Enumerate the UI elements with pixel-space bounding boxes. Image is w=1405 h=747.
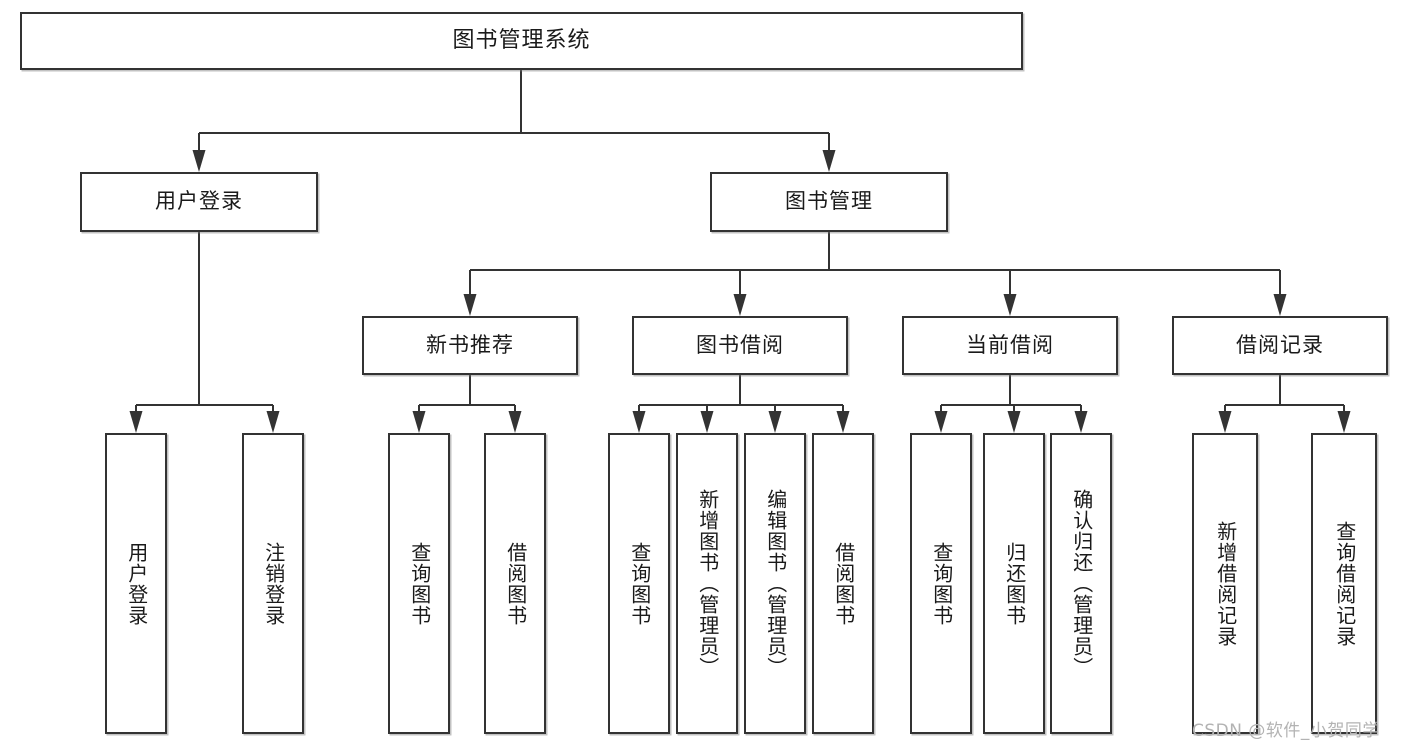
arrowhead-icon [1218, 411, 1232, 433]
csdn-watermark: CSDN @软件_小贺同学 [1192, 721, 1380, 741]
arrowhead-icon [508, 411, 522, 433]
node-label: 图书管理系统 [452, 27, 591, 53]
arrowhead-icon [632, 411, 646, 433]
node-label: 用户登录 [155, 189, 243, 214]
leaf-node-6[interactable]: 编辑图书（管理员） [744, 433, 806, 734]
arrowhead-icon [1074, 411, 1088, 433]
arrowhead-icon [1007, 411, 1021, 433]
leaf-node-11[interactable]: 新增借阅记录 [1192, 433, 1258, 734]
leaf-node-2[interactable]: 查询图书 [388, 433, 450, 734]
node-label: 用户登录 [124, 541, 149, 626]
leaf-node-10[interactable]: 确认归还（管理员） [1050, 433, 1112, 734]
leaf-node-0[interactable]: 用户登录 [105, 433, 167, 734]
leaf-node-12[interactable]: 查询借阅记录 [1311, 433, 1377, 734]
arrowhead-icon [266, 411, 280, 433]
node-label: 新书推荐 [426, 332, 514, 357]
node-label: 新增借阅记录 [1213, 520, 1238, 647]
node-label: 借阅图书 [503, 541, 528, 626]
node-label: 查询借阅记录 [1332, 520, 1357, 647]
arrowhead-icon [934, 411, 948, 433]
node-label: 查询图书 [929, 541, 954, 626]
arrowhead-icon [822, 150, 836, 172]
leaf-node-4[interactable]: 查询图书 [608, 433, 670, 734]
level2-node-1[interactable]: 图书管理 [710, 172, 948, 232]
leaf-node-3[interactable]: 借阅图书 [484, 433, 546, 734]
leaf-node-1[interactable]: 注销登录 [242, 433, 304, 734]
arrowhead-icon [192, 150, 206, 172]
node-label: 归还图书 [1002, 541, 1027, 626]
node-label: 新增图书（管理员） [695, 489, 720, 678]
arrowhead-icon [129, 411, 143, 433]
arrowhead-icon [1273, 294, 1287, 316]
level3-node-3[interactable]: 借阅记录 [1172, 316, 1388, 375]
arrowhead-icon [700, 411, 714, 433]
leaf-node-8[interactable]: 查询图书 [910, 433, 972, 734]
arrowhead-icon [463, 294, 477, 316]
level3-node-2[interactable]: 当前借阅 [902, 316, 1118, 375]
arrowhead-icon [768, 411, 782, 433]
level2-node-0[interactable]: 用户登录 [80, 172, 318, 232]
root-node-0[interactable]: 图书管理系统 [20, 12, 1023, 70]
node-label: 借阅图书 [831, 541, 856, 626]
arrowhead-icon [733, 294, 747, 316]
node-label: 查询图书 [407, 541, 432, 626]
node-label: 注销登录 [261, 541, 286, 626]
arrowhead-icon [836, 411, 850, 433]
level3-node-0[interactable]: 新书推荐 [362, 316, 578, 375]
node-label: 当前借阅 [966, 332, 1054, 357]
node-label: 查询图书 [627, 541, 652, 626]
leaf-node-7[interactable]: 借阅图书 [812, 433, 874, 734]
arrowhead-icon [1337, 411, 1351, 433]
node-label: 图书管理 [785, 189, 873, 214]
level3-node-1[interactable]: 图书借阅 [632, 316, 848, 375]
node-label: 借阅记录 [1236, 332, 1324, 357]
arrowhead-icon [412, 411, 426, 433]
node-label: 编辑图书（管理员） [763, 489, 788, 678]
leaf-node-5[interactable]: 新增图书（管理员） [676, 433, 738, 734]
arrowhead-icon [1003, 294, 1017, 316]
node-label: 确认归还（管理员） [1069, 489, 1094, 678]
leaf-node-9[interactable]: 归还图书 [983, 433, 1045, 734]
node-label: 图书借阅 [696, 332, 784, 357]
